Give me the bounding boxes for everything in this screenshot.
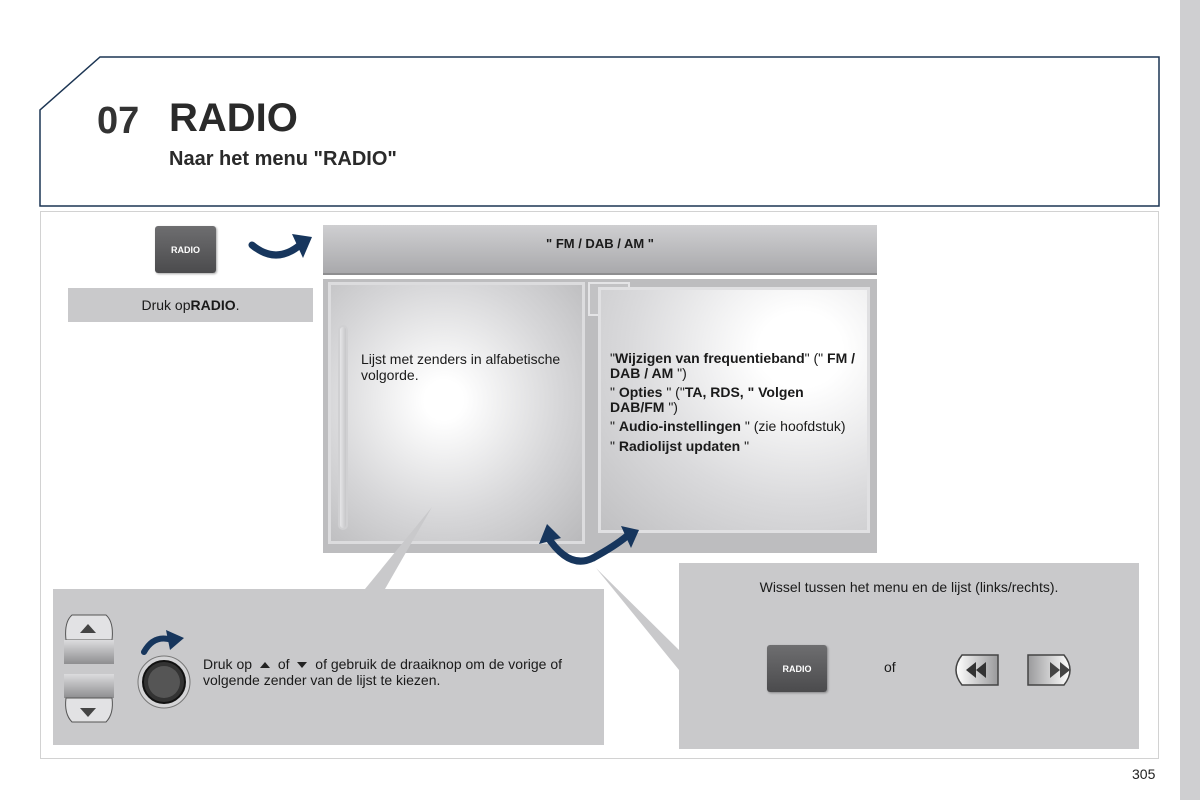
fast-forward-button[interactable] bbox=[1026, 653, 1078, 687]
menu-item-update[interactable]: " Radiolijst updaten " bbox=[610, 437, 860, 454]
instruction-text: of gebruik de draaiknop om de vorige of … bbox=[203, 656, 562, 688]
radio-button[interactable]: RADIO bbox=[155, 226, 216, 273]
menu-item-text: ") bbox=[664, 398, 678, 415]
menu-item-text: " bbox=[610, 418, 619, 434]
radio-menu-panel bbox=[598, 287, 870, 533]
menu-item-bold: Radiolijst updaten bbox=[618, 437, 741, 454]
list-scrollbar[interactable] bbox=[338, 325, 348, 530]
chapter-header-frame bbox=[39, 56, 1160, 207]
caption-suffix: . bbox=[235, 297, 240, 313]
menu-item-text: " (" bbox=[662, 384, 685, 400]
page-side-strip bbox=[1180, 0, 1200, 800]
menu-item-text: " bbox=[740, 437, 750, 454]
up-arrow-icon bbox=[259, 662, 270, 669]
rewind-button[interactable] bbox=[948, 653, 1000, 687]
chapter-number: 07 bbox=[97, 100, 140, 142]
arrow-down-icon[interactable] bbox=[80, 708, 96, 717]
menu-item-bold: Opties bbox=[618, 384, 663, 400]
caption-prefix: Druk op bbox=[141, 297, 191, 313]
content-frame bbox=[40, 211, 1159, 759]
curved-arrow-icon bbox=[248, 234, 312, 259]
menu-item-audio[interactable]: " Audio-instellingen " (zie hoofdstuk) bbox=[610, 419, 860, 434]
menu-item-bold: Wijzigen van frequentieband bbox=[614, 350, 805, 366]
page-number: 305 bbox=[1132, 766, 1156, 782]
down-arrow-icon bbox=[297, 662, 308, 669]
chapter-title: RADIO bbox=[169, 96, 298, 140]
menu-item-text: " bbox=[610, 384, 619, 400]
menu-item-bold: TA, RDS, " Volgen DAB/FM bbox=[610, 384, 804, 415]
menu-item-band[interactable]: "Wijzigen van frequentieband" (" FM / DA… bbox=[610, 351, 860, 380]
instruction-text: of bbox=[277, 656, 290, 672]
station-list-description: Lijst met zenders in alfabetische volgor… bbox=[361, 351, 561, 383]
rotary-knob[interactable] bbox=[132, 628, 192, 710]
menu-item-options[interactable]: " Opties " ("TA, RDS, " Volgen DAB/FM ") bbox=[610, 385, 860, 414]
press-radio-caption: Druk op RADIO. bbox=[68, 288, 313, 322]
caption-bold: RADIO bbox=[190, 297, 236, 313]
menu-item-text: " (zie hoofdstuk) bbox=[740, 418, 846, 434]
arrow-up-icon[interactable] bbox=[80, 624, 96, 633]
radio-menu-list: "Wijzigen van frequentieband" (" FM / DA… bbox=[610, 351, 860, 458]
menu-item-text: " (" bbox=[804, 350, 828, 366]
menu-item-bold: FM / DAB / AM bbox=[610, 350, 856, 381]
switch-arrows-icon bbox=[539, 524, 639, 565]
menu-item-text: ") bbox=[673, 364, 687, 381]
screen-header-band: " FM / DAB / AM " bbox=[323, 225, 877, 275]
switch-instruction: Wissel tussen het menu en de lijst (link… bbox=[759, 579, 1059, 595]
menu-item-text: " bbox=[610, 350, 615, 366]
menu-item-text: " bbox=[610, 437, 619, 454]
menu-item-bold: Audio-instellingen bbox=[618, 418, 741, 434]
chapter-subtitle: Naar het menu "RADIO" bbox=[169, 148, 397, 170]
station-list-panel[interactable] bbox=[328, 282, 585, 544]
instruction-text: Druk op bbox=[203, 656, 253, 672]
radio-button-2[interactable]: RADIO bbox=[767, 645, 827, 692]
or-label: of bbox=[884, 659, 896, 675]
navigation-instruction: Druk op of of gebruik de draaiknop om de… bbox=[203, 656, 583, 688]
